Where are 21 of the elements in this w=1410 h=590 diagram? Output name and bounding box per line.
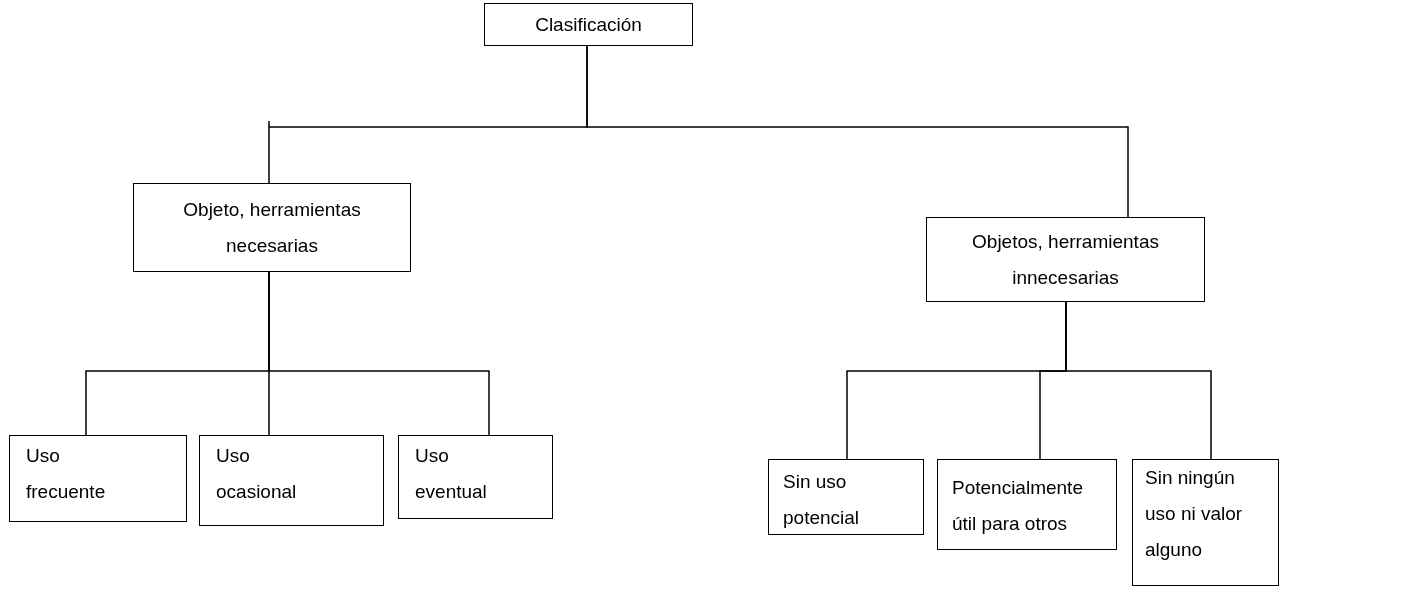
node-label: Uso eventual: [415, 444, 488, 504]
connector-line: [268, 271, 490, 436]
box: [768, 459, 924, 535]
node-label: Objetos, herramientas innecesarias: [971, 229, 1160, 290]
box: [484, 3, 693, 46]
node-label: Sin ningún uso ni valor alguno: [1145, 466, 1244, 562]
box: [9, 435, 187, 522]
node-label: Sin uso potencial: [783, 470, 861, 530]
box: [199, 435, 384, 526]
node-label: Uso frecuente: [26, 444, 107, 504]
box: [133, 183, 411, 272]
box: [926, 217, 1205, 302]
connector-line: [1065, 301, 1212, 460]
box: [1132, 459, 1279, 586]
connector-line: [586, 45, 1129, 218]
node-label: Uso ocasional: [216, 444, 298, 504]
box: [398, 435, 553, 519]
node-label: Objeto, herramientas necesarias: [182, 197, 362, 258]
node-label: Clasificación: [535, 12, 642, 37]
node-label: Potencialmente útil para otros: [952, 476, 1084, 536]
box: [937, 459, 1117, 550]
